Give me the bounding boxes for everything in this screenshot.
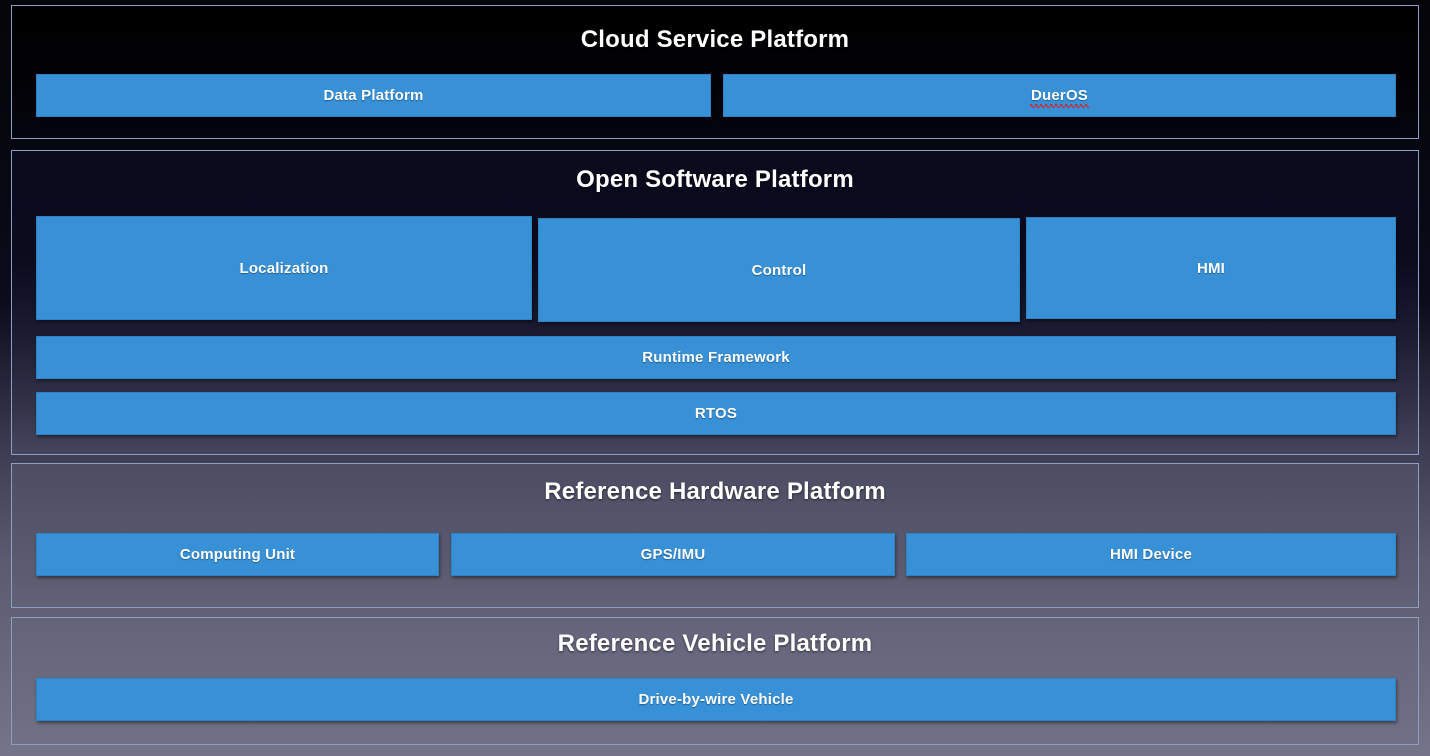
box-control[interactable]: Control <box>538 218 1020 322</box>
box-data-platform[interactable]: Data Platform <box>36 74 711 117</box>
box-runtime-framework[interactable]: Runtime Framework <box>36 336 1396 379</box>
box-label-gps-imu: GPS/IMU <box>640 546 706 563</box>
layer-title-reference-hardware-platform: Reference Hardware Platform <box>544 478 886 505</box>
box-label-drive-by-wire-vehicle: Drive-by-wire Vehicle <box>638 691 794 708</box>
box-label-runtime-framework: Runtime Framework <box>642 349 790 366</box>
box-rtos[interactable]: RTOS <box>36 392 1396 435</box>
box-label-hmi-device: HMI Device <box>1109 546 1193 563</box>
box-hmi[interactable]: HMI <box>1026 217 1396 319</box>
box-label-data-platform: Data Platform <box>323 87 424 104</box>
box-label-computing-unit: Computing Unit <box>179 546 296 563</box>
box-label-rtos: RTOS <box>694 405 738 422</box>
layer-title-open-software-platform: Open Software Platform <box>576 166 854 193</box>
layer-cloud-service-platform: Cloud Service Platform Data Platform Due… <box>11 5 1419 139</box>
box-dueros[interactable]: DuerOS <box>723 74 1396 117</box>
layer-reference-vehicle-platform: Reference Vehicle Platform Drive-by-wire… <box>11 617 1419 745</box>
box-label-localization: Localization <box>239 259 329 277</box>
box-label-hmi: HMI <box>1196 259 1226 277</box>
layer-open-software-platform: Open Software Platform Localization Cont… <box>11 150 1419 455</box>
box-label-control: Control <box>751 261 807 279</box>
box-localization[interactable]: Localization <box>36 216 532 320</box>
layer-reference-hardware-platform: Reference Hardware Platform Computing Un… <box>11 463 1419 608</box>
box-gps-imu[interactable]: GPS/IMU <box>451 533 895 576</box>
box-hmi-device[interactable]: HMI Device <box>906 533 1396 576</box>
layer-title-cloud-service-platform: Cloud Service Platform <box>580 26 850 53</box>
box-drive-by-wire-vehicle[interactable]: Drive-by-wire Vehicle <box>36 678 1396 721</box>
box-computing-unit[interactable]: Computing Unit <box>36 533 439 576</box>
layer-title-reference-vehicle-platform: Reference Vehicle Platform <box>557 630 873 657</box>
box-label-dueros: DuerOS <box>1029 87 1090 108</box>
